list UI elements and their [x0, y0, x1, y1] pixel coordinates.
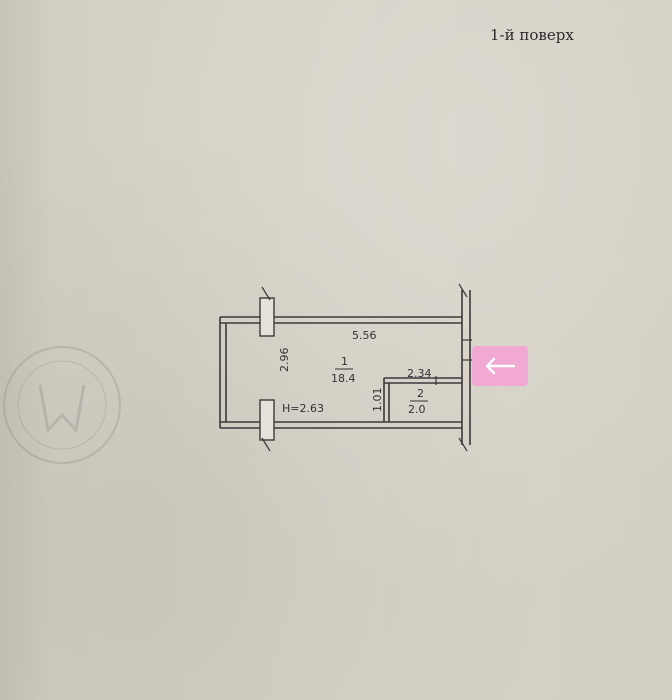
room-2-number: 2 [417, 387, 424, 400]
dimension-partition: 1.01 [371, 388, 384, 413]
window-blocks [259, 297, 275, 441]
stamp-seal [3, 346, 121, 464]
floor-label: 1-й поверх [490, 26, 574, 44]
arrow-left-icon [485, 357, 516, 375]
dimension-room2-length: 2.34 [407, 367, 432, 380]
entrance-arrow-badge [472, 346, 528, 386]
walls [219, 290, 471, 445]
dimension-ticks [261, 283, 472, 452]
room-1-area: 18.4 [331, 372, 356, 385]
dimension-length: 5.56 [352, 329, 377, 342]
room-1-number: 1 [341, 355, 348, 368]
dimension-width: 2.96 [278, 348, 291, 373]
room-2-area: 2.0 [408, 403, 426, 416]
dimension-height: Н=2.63 [282, 402, 324, 415]
